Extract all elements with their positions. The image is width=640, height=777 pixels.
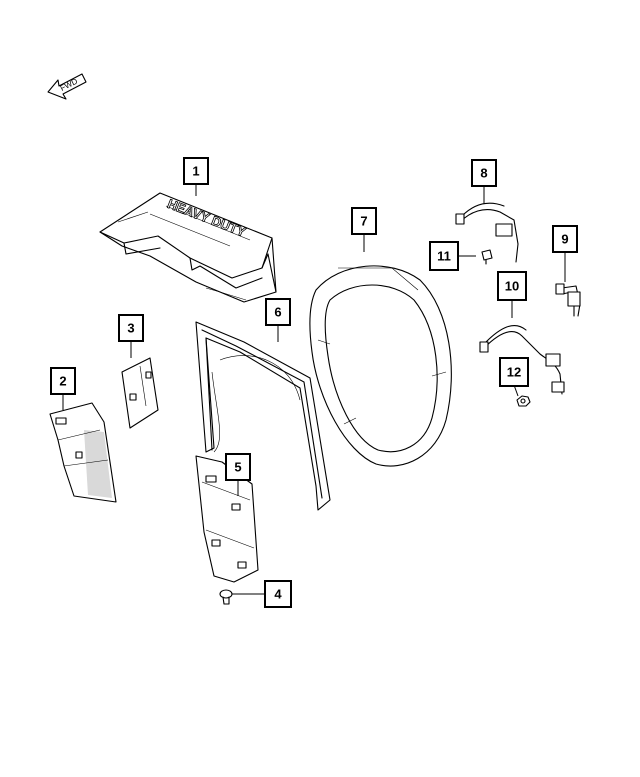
- callout-11: 11: [429, 241, 459, 271]
- svg-text:7: 7: [360, 214, 367, 229]
- part-12-nut: [516, 395, 531, 407]
- callout-7: 7: [351, 207, 377, 235]
- part-10-tube-assembly: [479, 325, 565, 395]
- part-4-push-pin: [219, 589, 233, 605]
- callout-5: 5: [225, 453, 251, 481]
- part-2-left-seal: [49, 402, 117, 503]
- svg-text:6: 6: [274, 305, 281, 320]
- svg-text:3: 3: [127, 321, 134, 336]
- svg-text:4: 4: [274, 587, 282, 602]
- part-7-fan-ring: [309, 265, 452, 467]
- callout-8: 8: [471, 159, 497, 187]
- svg-text:5: 5: [234, 460, 241, 475]
- callout-10: 10: [497, 271, 527, 301]
- part-9-hose: [555, 283, 581, 317]
- svg-text:2: 2: [59, 374, 66, 389]
- svg-text:9: 9: [561, 232, 568, 247]
- svg-text:10: 10: [505, 279, 519, 294]
- callout-3: 3: [118, 314, 144, 342]
- part-11-bolt: [481, 249, 493, 265]
- callout-12: 12: [499, 357, 529, 387]
- callout-2: 2: [50, 367, 76, 395]
- svg-text:1: 1: [192, 164, 199, 179]
- leader-lines: [62, 184, 566, 595]
- fwd-arrow-icon: FWD: [47, 73, 87, 100]
- callout-6: 6: [265, 298, 291, 326]
- svg-text:11: 11: [437, 249, 451, 264]
- callout-4: 4: [264, 580, 292, 608]
- svg-text:12: 12: [507, 365, 521, 380]
- svg-text:8: 8: [480, 166, 487, 181]
- part-6-shroud-frame: [195, 321, 331, 511]
- callout-1: 1: [183, 157, 209, 185]
- callout-9: 9: [552, 225, 578, 253]
- part-8-tube-bracket: [455, 202, 519, 263]
- part-3-small-seal: [121, 357, 159, 429]
- part-1-upper-shroud: HEAVY DUTY: [99, 192, 277, 303]
